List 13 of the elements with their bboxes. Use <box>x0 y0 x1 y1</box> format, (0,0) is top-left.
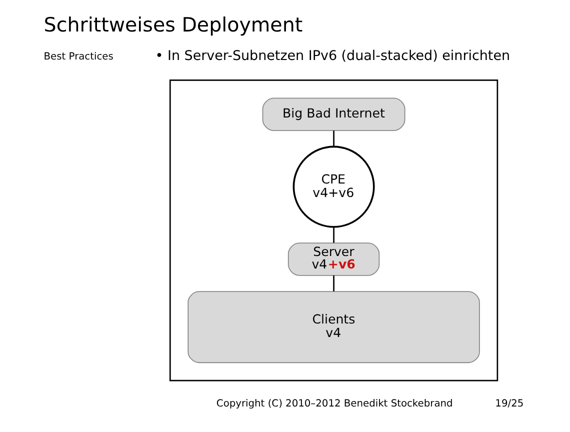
node-box: Big Bad Internet <box>262 98 406 131</box>
label: • In Server-Subnetzen IPv6 (dual-stacked) einrichten <box>155 48 510 64</box>
cluster <box>169 80 498 382</box>
node-box: Clients v4 <box>188 291 480 364</box>
node-circle: CPE v4+v6 <box>292 146 375 228</box>
label: Copyright (C) 2010–2012 Benedikt Stockebrand <box>216 398 453 410</box>
connector <box>333 275 334 292</box>
connector <box>333 227 334 243</box>
connector <box>333 130 334 147</box>
node-box: Server v4+v6 <box>288 242 380 276</box>
diagram-title: Schrittweises Deployment <box>44 13 303 36</box>
label: 19/25 <box>495 398 524 410</box>
label: Best Practices <box>44 51 114 62</box>
